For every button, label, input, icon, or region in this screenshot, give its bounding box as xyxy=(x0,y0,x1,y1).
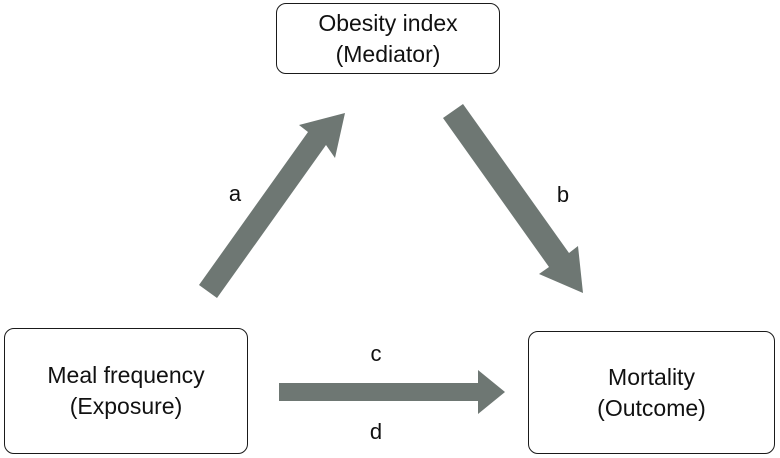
outcome-box: Mortality (Outcome) xyxy=(528,331,775,454)
path-label-a: a xyxy=(228,181,242,206)
arrow-exposure-to-outcome xyxy=(279,370,505,414)
arrow-exposure-to-mediator xyxy=(199,113,345,298)
mediator-box: Obesity index (Mediator) xyxy=(276,3,500,74)
path-label-b: b xyxy=(556,182,570,207)
path-label-d: d xyxy=(369,419,383,444)
exposure-title: Meal frequency xyxy=(47,362,205,388)
outcome-title: Mortality xyxy=(608,363,695,390)
exposure-role: (Exposure) xyxy=(69,393,183,419)
outcome-role: (Outcome) xyxy=(597,394,706,421)
mediator-role: (Mediator) xyxy=(335,40,441,67)
arrow-mediator-to-outcome xyxy=(443,104,583,293)
mediator-title: Obesity index xyxy=(318,9,458,36)
path-label-c: c xyxy=(370,341,382,366)
exposure-box: Meal frequency (Exposure) xyxy=(4,328,248,454)
